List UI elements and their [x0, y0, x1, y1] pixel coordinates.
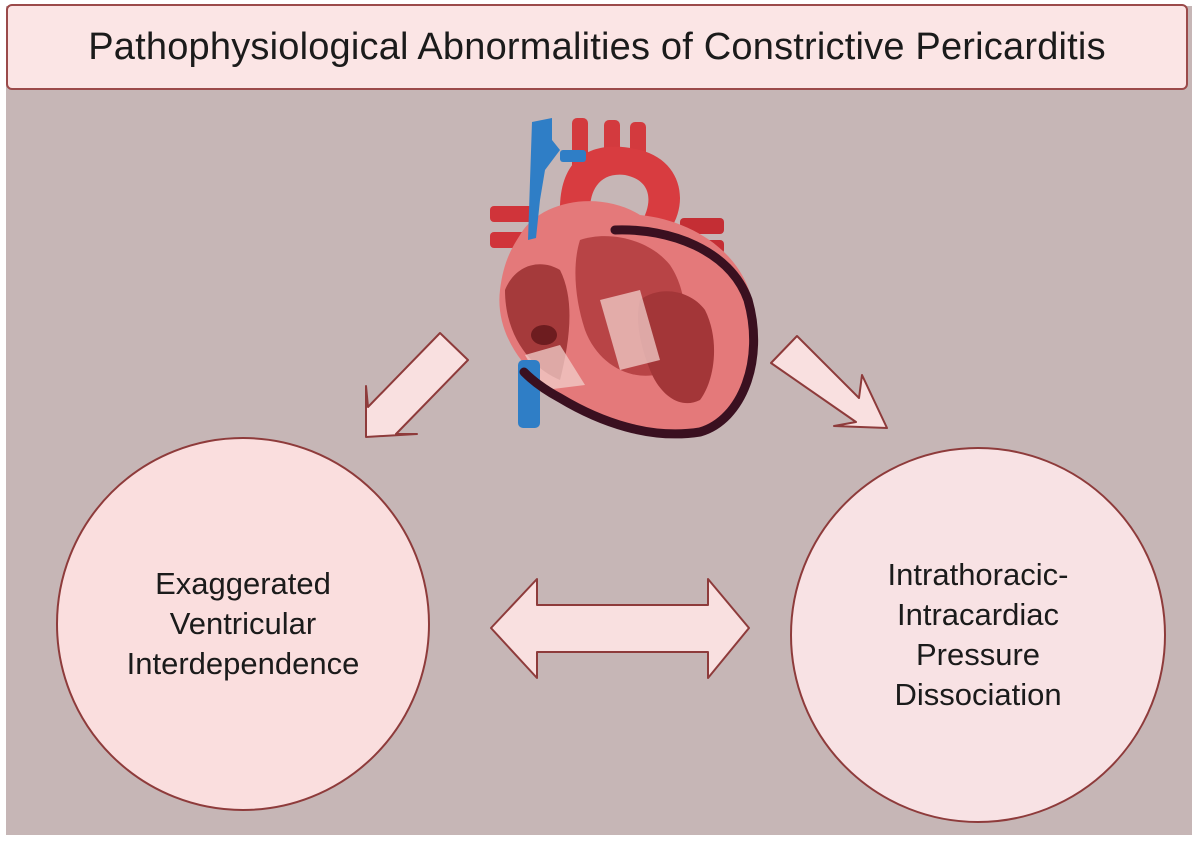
bidirectional-arrow: [490, 578, 750, 679]
node-label-left: Exaggerated Ventricular Interdependence: [126, 566, 360, 681]
arrow-to-left-node: [365, 332, 469, 438]
node-ventricular-interdependence: Exaggerated Ventricular Interdependence: [56, 437, 430, 811]
node-label-right: Intrathoracic- Intracardiac Pressure Dis…: [887, 557, 1069, 712]
arrow-to-right-node: [770, 335, 888, 429]
node-pressure-dissociation: Intrathoracic- Intracardiac Pressure Dis…: [790, 447, 1166, 823]
title-box: Pathophysiological Abnormalities of Cons…: [6, 4, 1188, 90]
page-title: Pathophysiological Abnormalities of Cons…: [88, 25, 1106, 68]
